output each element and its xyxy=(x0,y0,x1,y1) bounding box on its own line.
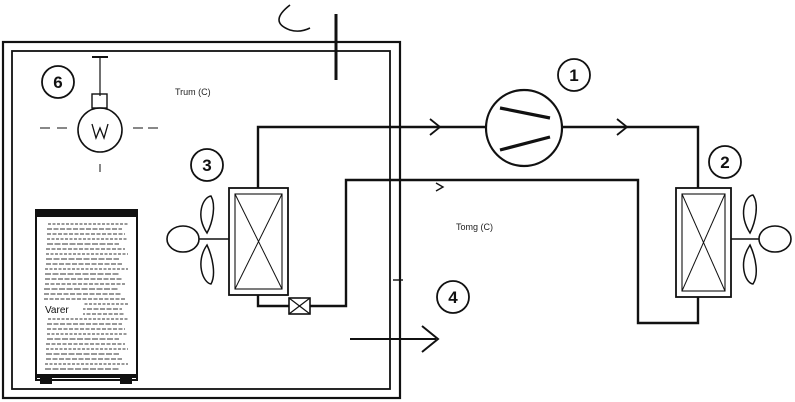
marker-6-label: 6 xyxy=(53,73,62,92)
heat-flow-arrow xyxy=(350,279,440,353)
crate-text-lines xyxy=(44,223,128,370)
marker-1-label: 1 xyxy=(569,66,578,85)
compressor-icon xyxy=(484,88,564,168)
marker-4: 4 xyxy=(436,280,470,314)
evaporator-fan-icon xyxy=(166,195,229,285)
door-seal-mark xyxy=(278,4,338,80)
marker-4-label: 4 xyxy=(448,288,458,307)
marker-2: 2 xyxy=(708,145,742,179)
condenser-fan-icon xyxy=(731,194,792,285)
goods-crate-icon: Varer xyxy=(35,209,138,384)
expansion-valve-icon xyxy=(288,297,311,315)
marker-3: 3 xyxy=(190,148,224,182)
goods-label: Varer xyxy=(45,305,69,316)
cold-room-walls xyxy=(1,40,402,400)
marker-2-label: 2 xyxy=(720,153,729,172)
marker-3-label: 3 xyxy=(202,156,211,175)
refrigerant-piping xyxy=(256,125,700,325)
marker-1: 1 xyxy=(557,58,591,92)
lamp-icon xyxy=(40,56,158,172)
ambient-temp-label: Tomg (C) xyxy=(456,222,493,232)
flow-arrows xyxy=(429,118,629,192)
marker-6: 6 xyxy=(41,65,75,99)
condenser-coil-icon xyxy=(675,187,732,298)
room-temp-label: Trum (C) xyxy=(175,87,211,97)
evaporator-coil-icon xyxy=(228,187,289,296)
